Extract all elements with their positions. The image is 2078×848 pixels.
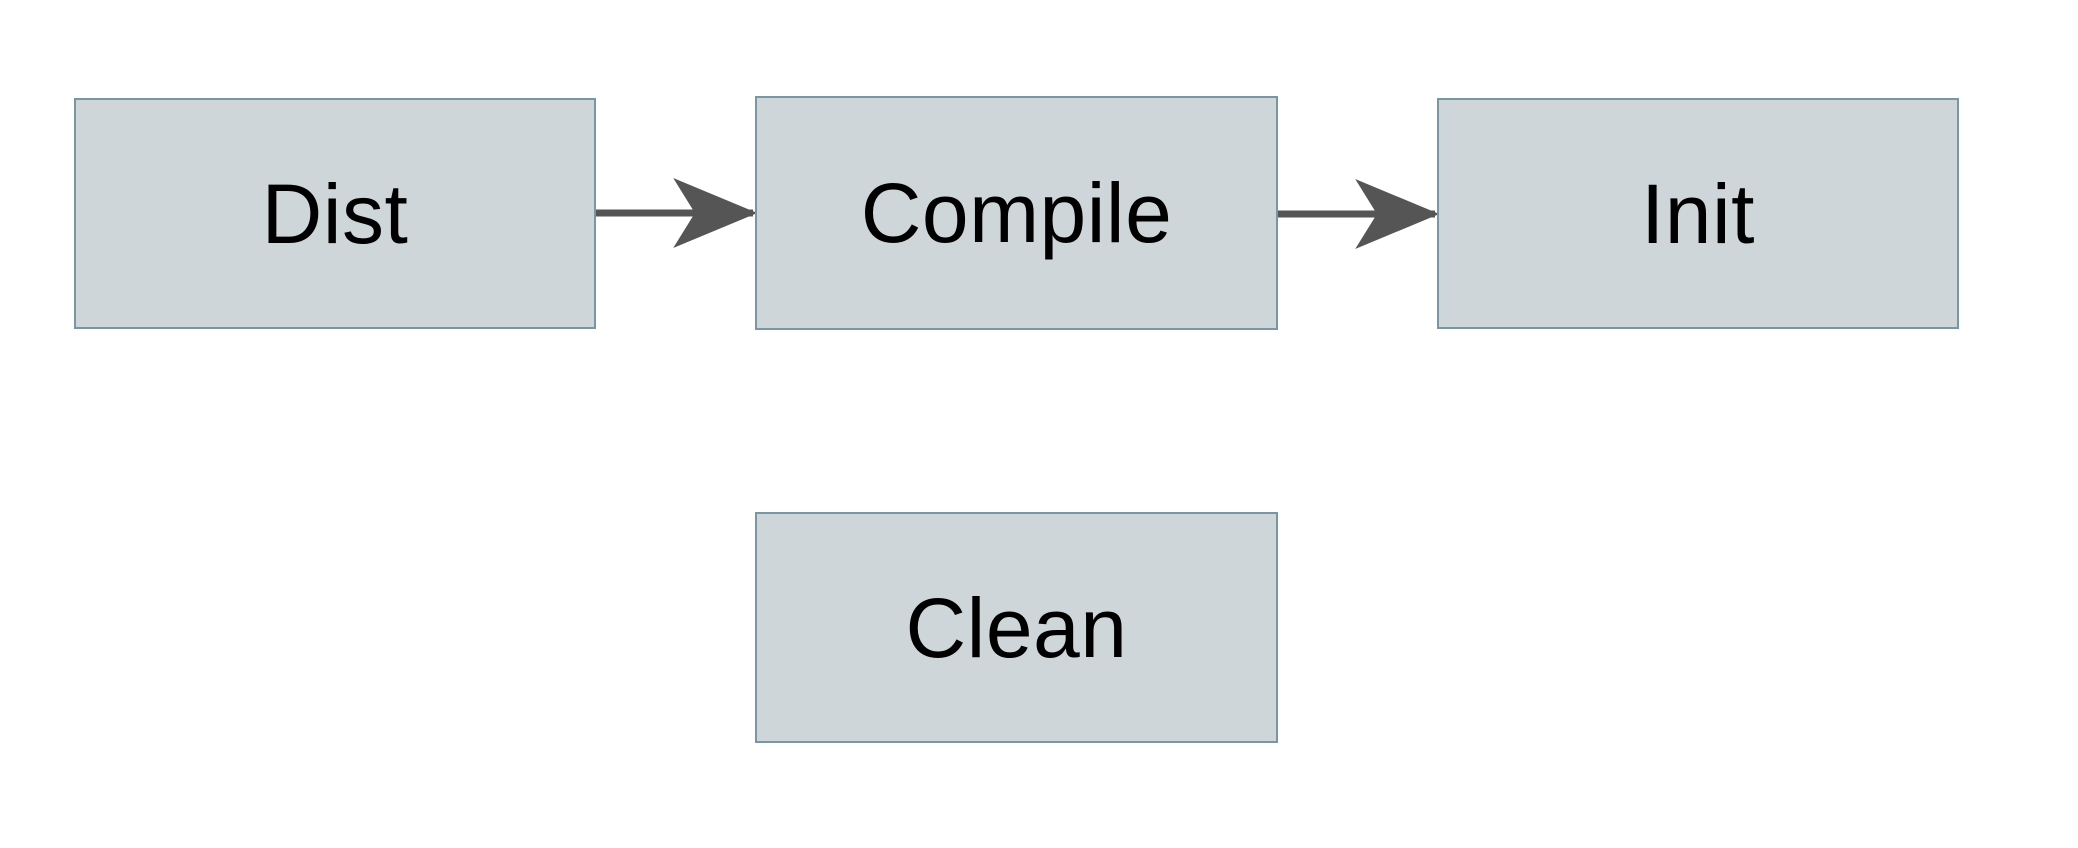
edge-compile-to-init-hitbox[interactable]	[1278, 197, 1435, 231]
node-init[interactable]: Init	[1437, 98, 1959, 329]
node-init-label: Init	[1640, 166, 1756, 261]
edge-dist-to-compile-hitbox[interactable]	[596, 196, 753, 230]
node-compile[interactable]: Compile	[755, 96, 1278, 330]
node-compile-label: Compile	[860, 166, 1173, 260]
node-clean-label: Clean	[905, 580, 1128, 675]
node-dist-label: Dist	[261, 166, 409, 261]
node-clean[interactable]: Clean	[755, 512, 1278, 743]
node-dist[interactable]: Dist	[74, 98, 596, 329]
